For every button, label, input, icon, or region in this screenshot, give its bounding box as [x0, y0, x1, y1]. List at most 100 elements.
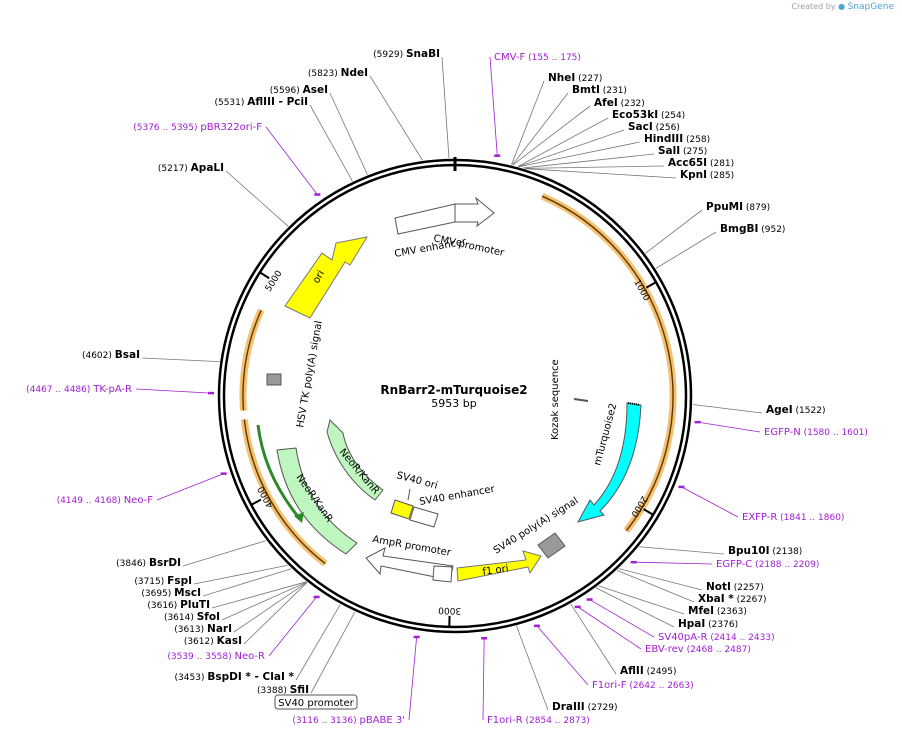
- enzyme-leader: [570, 603, 617, 675]
- enzyme-leader: [524, 165, 665, 169]
- primer-leader: [697, 421, 761, 433]
- enzyme-label: DraIII (2729): [552, 701, 618, 713]
- enzyme-leader: [141, 357, 220, 363]
- enzyme-label: (4602) BsaI: [82, 349, 140, 361]
- enzyme-label: SalI (275): [658, 145, 707, 157]
- enzyme-label: Acc65I (281): [668, 157, 734, 169]
- enzyme-leader: [329, 92, 368, 175]
- enzyme-label: AgeI (1522): [766, 404, 825, 416]
- enzyme-label: XbaI * (2267): [698, 593, 767, 605]
- enzyme-label: (3846) BsrDI: [116, 557, 181, 569]
- enzyme-leader: [616, 569, 695, 603]
- primer-label: EXFP-R (1841 .. 1860): [742, 512, 844, 523]
- tick-label: 3000: [438, 605, 461, 616]
- hsv-tk-polya-box: [266, 373, 282, 386]
- enzyme-leader: [182, 540, 267, 567]
- enzyme-leader: [511, 80, 545, 165]
- tick-mark: [645, 281, 657, 289]
- primer-leader: [268, 596, 317, 657]
- feature-label-sv40-polya: SV40 poly(A) signal: [492, 495, 581, 556]
- primer-label: EGFP-C (2188 .. 2209): [716, 559, 819, 570]
- enzyme-leader: [512, 105, 591, 166]
- enzyme-leader: [516, 625, 549, 711]
- neor-green-line: [256, 424, 302, 520]
- outer-feature-arcs: [239, 192, 677, 567]
- ori-arrow: [284, 236, 369, 319]
- enzyme-label: (3453) BspDI * - ClaI *: [175, 671, 295, 683]
- feature-label-sv40-promoter: SV40 promoter: [278, 698, 354, 709]
- ampr-end-box: [432, 565, 453, 583]
- enzyme-label: (3614) SfoI: [164, 611, 220, 623]
- orange-arc: [540, 192, 677, 533]
- enzyme-label: (5823) NdeI: [308, 67, 368, 79]
- enzyme-leader: [639, 546, 725, 555]
- primer-label: F1ori-R (2854 .. 2873): [487, 715, 590, 726]
- enzyme-label: NotI (2257): [706, 581, 764, 593]
- plasmid-name: RnBarr2-mTurquoise2: [380, 383, 527, 397]
- enzyme-labels: (5929) SnaBI (5823) NdeI (5596) AseI(5531)…: [82, 48, 826, 713]
- feature-label-neor-2: NeoR/KanR: [337, 447, 381, 497]
- tick-mark: [643, 508, 654, 516]
- enzyme-leader: [233, 581, 308, 633]
- f1-ori-arrow: [456, 550, 542, 582]
- sv40-promoter-label-box: SV40 promoter: [274, 694, 358, 710]
- credit-brand: SnapGene: [847, 2, 894, 12]
- primer-label: (3116 .. 3136) pBABE 3': [292, 715, 405, 726]
- enzyme-leader: [512, 92, 569, 166]
- enzyme-leader: [310, 611, 356, 694]
- feature-label-cmv-enhancer: CMV enhancer: [394, 236, 468, 260]
- enzyme-leader: [598, 585, 685, 615]
- primer-leader: [577, 606, 642, 650]
- primer-label: (4467 .. 4486) TK-pA-R: [26, 384, 132, 395]
- enzyme-leader: [202, 568, 292, 597]
- sv40-polya-box: [537, 532, 566, 559]
- enzyme-label: (5531) AflIII - PciI: [214, 96, 308, 108]
- primer-leader: [265, 126, 318, 195]
- primer-leader: [489, 56, 498, 156]
- enzyme-label: (5929) SnaBI: [373, 48, 440, 60]
- enzyme-leader: [243, 582, 308, 645]
- enzyme-label: (5596) AseI: [270, 84, 328, 96]
- enzyme-leader: [441, 56, 450, 159]
- primer-leader: [135, 388, 212, 394]
- enzyme-label: SacI (256): [628, 121, 680, 133]
- enzyme-label: HindIII (258): [644, 133, 710, 145]
- primer-leader: [589, 599, 655, 638]
- enzyme-label: (3612) KasI: [184, 635, 242, 647]
- enzyme-label: (3715) FspI: [134, 575, 192, 587]
- primer-leader: [633, 561, 713, 565]
- primer-label: F1ori-F (2642 .. 2663): [592, 680, 694, 691]
- snapgene-credit: Created by ● SnapGene: [792, 2, 895, 12]
- enzyme-leader: [525, 168, 677, 179]
- tick-label: 4000: [256, 484, 276, 509]
- plasmid-size: 5953 bp: [431, 397, 476, 410]
- enzyme-leader: [518, 129, 625, 168]
- enzyme-label: AfeI (232): [594, 97, 645, 109]
- enzyme-leader: [692, 404, 763, 414]
- primer-label: CMV-F (155 .. 175): [494, 52, 581, 63]
- cmv-enhancer-arrow: [394, 203, 456, 235]
- feature-label-kozak: Kozak sequence: [550, 359, 561, 440]
- primer-label: (4149 .. 4168) Neo-F: [57, 495, 154, 506]
- primer-label: (5376 .. 5395) pBR322ori-F: [133, 122, 262, 133]
- snapgene-logo-icon: ●: [838, 2, 846, 11]
- feature-label-hsv-tk-polya: HSV TK poly(A) signal: [295, 320, 325, 429]
- primer-label: EBV-rev (2468 .. 2487): [645, 644, 751, 655]
- primer-labels: CMV-F (155 .. 175) (5376 .. 5395) pBR322o…: [26, 52, 868, 726]
- enzyme-label: (3613) NarI: [174, 623, 232, 635]
- enzyme-label: Bpu10I (2138): [728, 545, 802, 557]
- feature-label-mturquoise2: mTurquoise2: [592, 402, 619, 467]
- primer-leader: [482, 638, 485, 721]
- enzyme-leader: [221, 581, 307, 621]
- backbone: [217, 157, 693, 634]
- mturquoise2-arrow: [577, 402, 642, 523]
- enzyme-label: KpnI (285): [680, 169, 734, 181]
- enzyme-label: (5217) ApaLI: [158, 162, 224, 174]
- primer-label: (3539 .. 3558) Neo-R: [167, 651, 265, 662]
- enzyme-leader: [295, 604, 341, 681]
- tick-label: 5000: [264, 269, 285, 294]
- enzyme-label: BmgBI (952): [720, 223, 785, 235]
- leader-lines: [135, 56, 763, 721]
